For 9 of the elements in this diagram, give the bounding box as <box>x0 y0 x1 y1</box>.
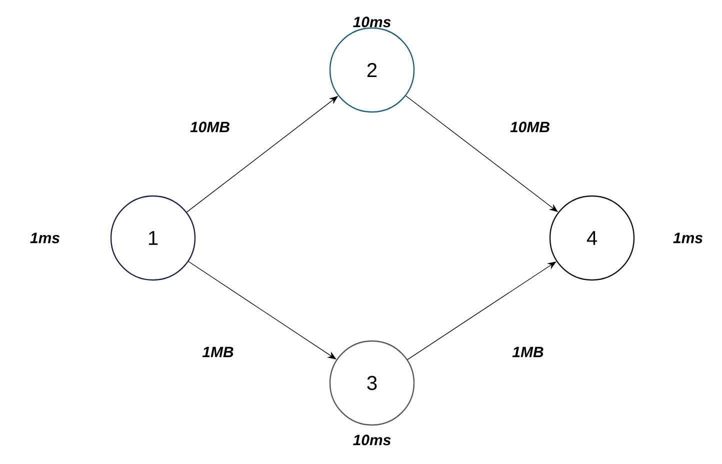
edge-label: 1MB <box>512 346 544 358</box>
edge-label: 10MB <box>190 122 230 132</box>
time-label: 1ms <box>673 232 702 244</box>
time-label: 1ms <box>30 232 60 244</box>
arrow <box>188 261 336 360</box>
edge-label: 10MB <box>510 122 550 132</box>
edge-label: 1MB <box>202 346 234 358</box>
time-label: 10ms <box>353 434 391 446</box>
time-label: 10ms <box>353 16 391 28</box>
